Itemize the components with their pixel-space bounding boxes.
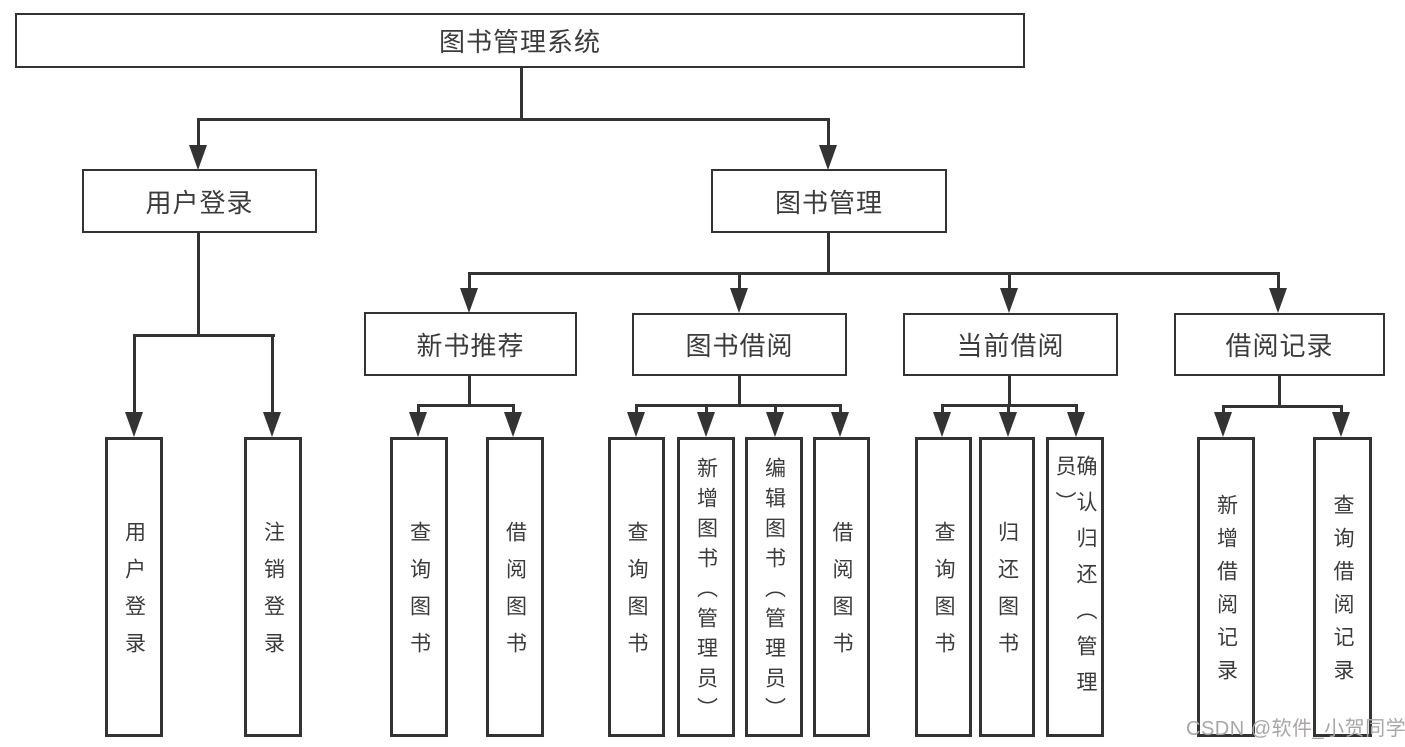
connector-current-drop — [1008, 272, 1011, 290]
node-confirm-return-admin: 确认归还（管理员） — [1046, 437, 1104, 737]
arrowhead-recommend — [460, 288, 478, 313]
connector-userlogin-branch — [133, 334, 275, 337]
connector-userlogin-child2-drop — [271, 334, 274, 414]
connector-borrowing-stem — [738, 376, 741, 407]
arrowhead-current-c2 — [999, 412, 1017, 437]
connector-recommend-c1-drop — [417, 404, 420, 416]
connector-records-drop — [1277, 272, 1280, 290]
node-book-management: 图书管理 — [711, 169, 947, 233]
node-query-borrow-record: 查询借阅记录 — [1313, 437, 1372, 737]
arrowhead-recommend-c2 — [504, 412, 522, 437]
connector-bookmgmt-drop — [827, 118, 830, 148]
connector-records-branch — [1222, 405, 1343, 408]
node-query-books-recommend: 查询图书 — [390, 437, 448, 737]
arrowhead-userlogin-child2 — [263, 412, 281, 437]
node-user-login-leaf: 用户登录 — [105, 437, 163, 737]
arrowhead-borrowing-c1 — [627, 412, 645, 437]
arrowhead-borrowing-c3 — [766, 412, 784, 437]
connector-bookmgmt-stem — [827, 233, 830, 274]
arrowhead-current — [1000, 288, 1018, 313]
node-current-borrowing: 当前借阅 — [903, 313, 1118, 376]
connector-recommend-branch — [417, 404, 515, 407]
node-new-book-recommend: 新书推荐 — [364, 312, 577, 376]
connector-current-c1-drop — [941, 404, 944, 416]
node-borrowing-records: 借阅记录 — [1174, 313, 1385, 376]
arrowhead-current-c1 — [933, 412, 951, 437]
connector-borrowing-drop — [738, 272, 741, 290]
arrowhead-current-c3 — [1067, 412, 1085, 437]
connector-borrowing-c2-drop — [705, 404, 708, 416]
connector-level2-branch — [197, 118, 830, 121]
connector-recommend-drop — [468, 272, 471, 290]
watermark-text: CSDN @软件_小贺同学 — [1186, 718, 1405, 740]
connector-recommend-stem — [468, 376, 471, 407]
node-logout-leaf: 注销登录 — [244, 437, 302, 737]
node-return-book: 归还图书 — [979, 437, 1035, 737]
node-add-book-admin: 新增图书（管理员） — [677, 437, 735, 737]
node-query-books-current: 查询图书 — [915, 437, 972, 737]
connector-borrowing-c4-drop — [839, 404, 842, 416]
node-add-borrow-record: 新增借阅记录 — [1197, 437, 1255, 737]
node-library-system: 图书管理系统 — [15, 13, 1025, 68]
node-book-borrowing: 图书借阅 — [632, 313, 847, 376]
connector-records-c2-drop — [1340, 405, 1343, 416]
node-borrow-books-recommend: 借阅图书 — [486, 437, 544, 737]
connector-current-c2-drop — [1007, 404, 1010, 416]
arrowhead-userlogin — [189, 145, 207, 170]
arrowhead-borrowing-c4 — [831, 412, 849, 437]
connector-userlogin-stem — [197, 233, 200, 336]
connector-records-c1-drop — [1222, 405, 1225, 416]
connector-userlogin-child1-drop — [133, 334, 136, 414]
arrowhead-userlogin-child1 — [125, 412, 143, 437]
connector-borrowing-branch — [635, 404, 842, 407]
node-borrow-books-leaf: 借阅图书 — [813, 437, 870, 737]
node-query-books-borrowing: 查询图书 — [608, 437, 665, 737]
connector-current-c3-drop — [1075, 404, 1078, 416]
arrowhead-borrowing — [730, 288, 748, 313]
connector-recommend-c2-drop — [512, 404, 515, 416]
connector-records-stem — [1278, 376, 1281, 408]
connector-borrowing-c3-drop — [774, 404, 777, 416]
arrowhead-recommend-c1 — [409, 412, 427, 437]
connector-level3-branch — [469, 272, 1280, 275]
arrowhead-bookmgmt — [819, 145, 837, 170]
connector-userlogin-drop — [197, 118, 200, 148]
node-user-login: 用户登录 — [82, 169, 317, 233]
arrowhead-records-c1 — [1214, 412, 1232, 437]
node-edit-book-admin: 编辑图书（管理员） — [745, 437, 803, 737]
arrowhead-records — [1269, 288, 1287, 313]
connector-current-stem — [1008, 376, 1011, 407]
connector-root-stem — [520, 68, 523, 120]
arrowhead-borrowing-c2 — [697, 412, 715, 437]
arrowhead-records-c2 — [1332, 412, 1350, 437]
connector-borrowing-c1-drop — [635, 404, 638, 416]
